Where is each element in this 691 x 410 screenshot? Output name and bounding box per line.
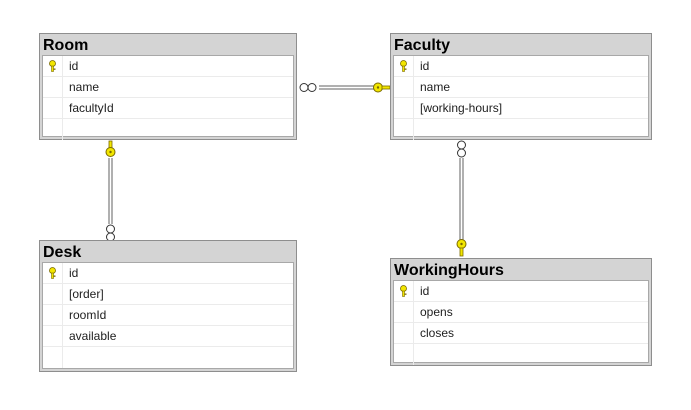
empty-row[interactable] bbox=[394, 119, 648, 140]
primary-key-icon bbox=[400, 285, 407, 297]
column-row[interactable]: [order] bbox=[43, 284, 293, 305]
column-name: id bbox=[69, 59, 79, 73]
empty-row[interactable] bbox=[394, 344, 648, 365]
key-icon bbox=[105, 140, 116, 157]
column-row[interactable]: closes bbox=[394, 323, 648, 344]
column-row[interactable]: id bbox=[394, 281, 648, 302]
column-name: facultyId bbox=[69, 101, 114, 115]
column-name: name bbox=[69, 80, 100, 94]
column-name: name bbox=[420, 80, 451, 94]
column-name: closes bbox=[420, 326, 455, 340]
primary-key-icon bbox=[49, 267, 56, 279]
table-title: Faculty bbox=[394, 37, 451, 54]
column-row[interactable]: name bbox=[43, 77, 293, 98]
column-name: roomId bbox=[69, 308, 107, 322]
column-name: id bbox=[420, 284, 430, 298]
table-title: Desk bbox=[43, 244, 82, 261]
primary-key-icon bbox=[49, 60, 56, 72]
column-row[interactable]: id bbox=[43, 56, 293, 77]
column-row[interactable]: name bbox=[394, 77, 648, 98]
empty-row[interactable] bbox=[43, 119, 293, 140]
table-columns: id opens closes bbox=[393, 280, 649, 365]
primary-key-icon bbox=[400, 60, 407, 72]
table-columns: id name [working-hours] bbox=[393, 55, 649, 140]
table-faculty[interactable]: Faculty id name [working-hours] bbox=[390, 33, 652, 140]
table-room[interactable]: Room id name facultyId bbox=[39, 33, 297, 140]
column-row[interactable]: id bbox=[43, 263, 293, 284]
column-row[interactable]: roomId bbox=[43, 305, 293, 326]
table-columns: id name facultyId bbox=[42, 55, 294, 140]
column-name: id bbox=[69, 266, 79, 280]
table-title: WorkingHours bbox=[394, 262, 504, 279]
column-name: [working-hours] bbox=[420, 101, 503, 115]
column-row[interactable]: available bbox=[43, 326, 293, 347]
column-name: [order] bbox=[69, 287, 104, 301]
column-name: id bbox=[420, 59, 430, 73]
table-title: Room bbox=[43, 37, 89, 54]
table-desk[interactable]: Desk id [order] roomId bbox=[39, 240, 297, 372]
key-icon bbox=[456, 239, 467, 257]
empty-row[interactable] bbox=[43, 347, 293, 368]
column-row[interactable]: facultyId bbox=[43, 98, 293, 119]
column-row[interactable]: id bbox=[394, 56, 648, 77]
column-name: opens bbox=[420, 305, 453, 319]
key-icon bbox=[373, 82, 391, 93]
relationship-faculty-workinghours[interactable] bbox=[456, 140, 467, 257]
column-row[interactable]: [working-hours] bbox=[394, 98, 648, 119]
table-columns: id [order] roomId available bbox=[42, 262, 294, 369]
column-name: available bbox=[69, 329, 117, 343]
relationship-room-faculty[interactable] bbox=[299, 82, 391, 93]
infinity-icon bbox=[106, 224, 115, 242]
relationship-room-desk[interactable] bbox=[105, 140, 116, 242]
column-row[interactable]: opens bbox=[394, 302, 648, 323]
infinity-icon bbox=[299, 83, 317, 92]
infinity-icon bbox=[457, 140, 466, 158]
table-workinghours[interactable]: WorkingHours id opens closes bbox=[390, 258, 652, 366]
